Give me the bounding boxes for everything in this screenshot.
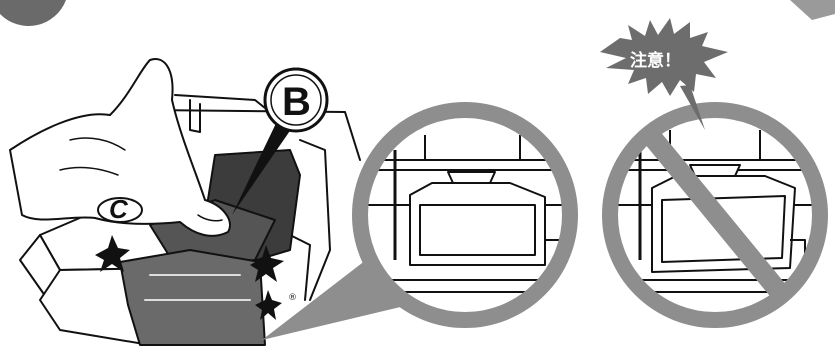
zoom-incorrect <box>610 110 820 320</box>
arrow-corner-icon <box>790 0 835 20</box>
head-b-label: B <box>282 80 311 124</box>
lock-lever-b <box>120 250 265 345</box>
caution-label: 注意！ <box>630 50 681 71</box>
zoom-correct <box>360 110 570 320</box>
step-number-circle-icon <box>0 0 66 26</box>
lock-lever-c-label: C <box>109 194 129 224</box>
lever-correct <box>410 183 545 265</box>
screw-mark: ® <box>288 293 297 303</box>
